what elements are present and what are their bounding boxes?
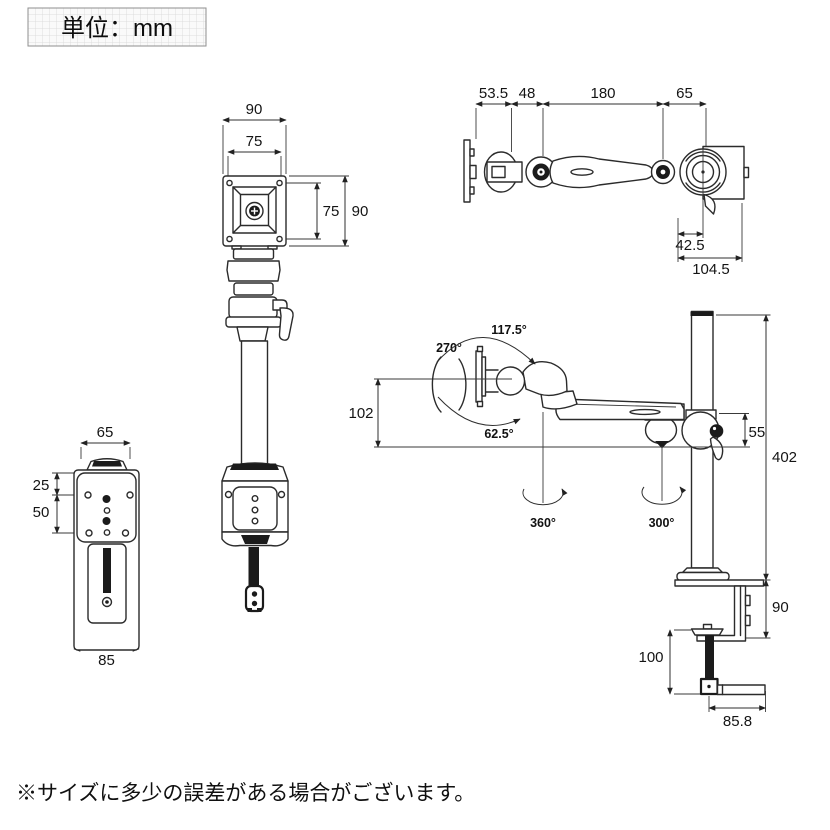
desk-clamp-side bbox=[674, 579, 766, 696]
vesa-plate-front bbox=[222, 175, 287, 247]
shoulder-joint-top bbox=[483, 151, 523, 193]
screw-handle-front bbox=[244, 584, 265, 613]
dim-cap-width: 65 bbox=[97, 424, 114, 441]
front-view-dimensions: 90 75 75 90 bbox=[222, 101, 369, 247]
angle-tilt-up: 117.5° bbox=[491, 323, 527, 337]
tension-knob-side bbox=[709, 424, 724, 438]
dim-plate-width-outer: 90 bbox=[246, 101, 263, 118]
handle-lever bbox=[278, 307, 294, 341]
dim-plate-hole-pitch-h: 75 bbox=[246, 133, 263, 150]
top-view-dimensions: 53.5 48 180 65 42.5 104.5 bbox=[475, 85, 743, 278]
pole-mount-top bbox=[679, 145, 750, 215]
dim-plate-hole-pitch-v: 75 bbox=[323, 203, 340, 220]
tolerance-note: ※サイズに多少の誤差がある場合がございます。 bbox=[16, 781, 475, 805]
clamp-rear-view: 65 25 50 50 85 bbox=[33, 424, 140, 669]
dim-hole-top-offset: 25 bbox=[33, 477, 50, 494]
dim-mount-total-depth: 104.5 bbox=[692, 261, 730, 278]
clamp-rear-body bbox=[73, 458, 140, 651]
side-view: 102 55 402 90 100 85.8 270° 1 bbox=[348, 310, 797, 730]
side-view-angles: 270° 117.5° 62.5° 360° 300° bbox=[431, 323, 687, 530]
center-screw-icon bbox=[245, 201, 264, 221]
clamp-pad bbox=[690, 628, 724, 636]
unit-box: 単位：mm bbox=[27, 7, 207, 47]
dim-plate-height-outer: 90 bbox=[352, 203, 369, 220]
unit-box-frame bbox=[27, 7, 207, 47]
unit-label: 単位：mm bbox=[61, 15, 173, 42]
arm-side bbox=[475, 345, 724, 461]
shoulder-ball-side bbox=[495, 366, 526, 396]
side-view-dimensions: 102 55 402 90 100 85.8 bbox=[348, 314, 797, 730]
vesa-plate-side bbox=[475, 350, 483, 403]
arm-top bbox=[549, 155, 654, 189]
top-view: 53.5 48 180 65 42.5 104.5 bbox=[463, 85, 750, 278]
dim-hole-pitch: 50 bbox=[33, 504, 50, 521]
dim-joint-section: 48 bbox=[519, 85, 536, 102]
angle-tilt-down: 62.5° bbox=[484, 427, 513, 441]
release-lever-side bbox=[709, 436, 724, 461]
dim-base-width: 85 bbox=[98, 652, 115, 669]
adjustment-slot bbox=[103, 548, 111, 593]
release-lever-top bbox=[703, 193, 716, 215]
arm-neck-front bbox=[225, 245, 294, 342]
dim-arm-section: 180 bbox=[590, 85, 615, 102]
dim-clamp-depth: 85.8 bbox=[723, 713, 752, 730]
front-view: 90 75 75 90 bbox=[221, 101, 369, 613]
angle-shoulder-swivel: 360° bbox=[530, 516, 556, 530]
angle-elbow-swivel: 300° bbox=[649, 516, 675, 530]
vesa-plate-top bbox=[463, 139, 477, 203]
dim-pole-height: 402 bbox=[772, 449, 797, 466]
dim-plate-section: 53.5 bbox=[479, 85, 508, 102]
dim-head-drop-height: 102 bbox=[348, 405, 373, 422]
dim-clamp-opening: 100 bbox=[638, 649, 663, 666]
dim-pole-center-offset: 42.5 bbox=[675, 237, 704, 254]
pole-front bbox=[240, 340, 269, 465]
wrist-joint-top bbox=[650, 159, 676, 185]
dim-joint-block-height: 55 bbox=[749, 424, 766, 441]
clamp-front bbox=[221, 462, 289, 613]
clamp-screw-side bbox=[705, 635, 714, 682]
dim-mount-section: 65 bbox=[676, 85, 693, 102]
clamp-screw-front bbox=[248, 547, 259, 587]
dim-clamp-bracket-height: 90 bbox=[772, 599, 789, 616]
angle-pan-range: 270° bbox=[436, 341, 462, 355]
